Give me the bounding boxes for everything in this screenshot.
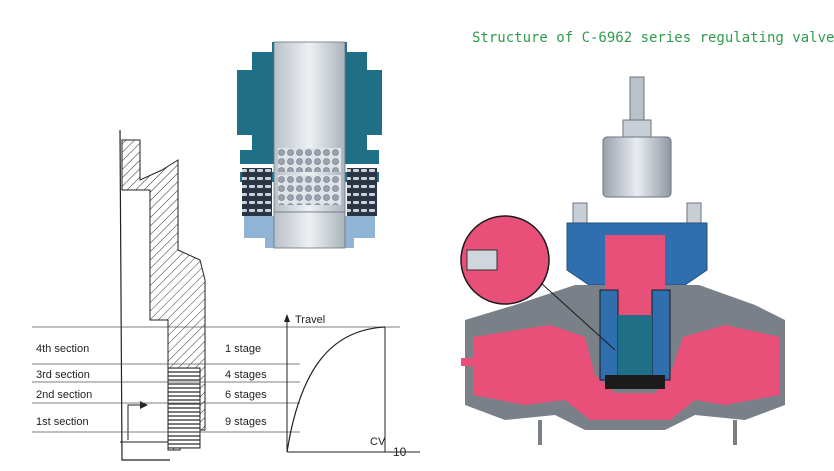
valve-cutaway (460, 76, 785, 445)
stage-label-1: 1 stage (225, 343, 262, 355)
diagram-title: Structure of C-6962 series regulating va… (472, 30, 834, 46)
cage-sleeve-section (237, 41, 382, 249)
valve-structure-diagram: Structure of C-6962 series regulating va… (32, 30, 834, 461)
flow-arrow-icon (127, 404, 140, 440)
inlet-flow-arrow-icon (461, 353, 489, 371)
section-label-4th: 4th section (36, 343, 90, 355)
cv-tick-label: 10 (393, 445, 407, 459)
travel-label: Travel (295, 314, 326, 326)
section-label-2nd: 2nd section (36, 389, 93, 401)
cv-curve (286, 326, 386, 453)
detail-magnifier (460, 215, 550, 305)
section-label-3rd: 3rd section (36, 369, 90, 381)
stage-label-6: 6 stages (225, 389, 267, 401)
stage-label-9: 9 stages (225, 416, 267, 428)
section-label-1st: 1st section (36, 416, 89, 428)
trim-stage-chart (32, 129, 420, 461)
cv-label: CV (370, 436, 386, 448)
stage-label-4: 4 stages (225, 369, 267, 381)
